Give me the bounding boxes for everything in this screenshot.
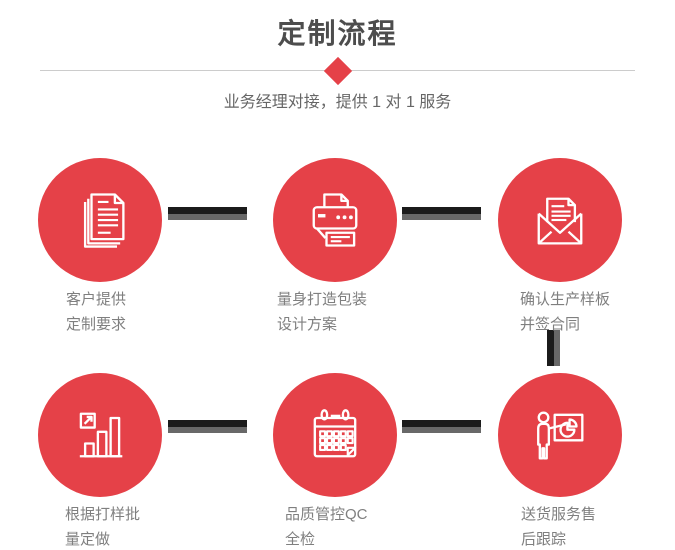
connector-step1-step2: [168, 207, 247, 220]
step-circle-calendar: [273, 373, 397, 497]
calendar-icon: [313, 409, 357, 458]
documents-icon: [83, 193, 125, 248]
step-circle-documents: [38, 158, 162, 282]
connector-step4-step5: [168, 420, 247, 433]
step-label-4: 根据打样批 量定做: [65, 502, 140, 550]
page-title: 定制流程: [277, 18, 398, 49]
step-circle-printer: [273, 158, 397, 282]
subtitle: 业务经理对接，提供 1 对 1 服务: [223, 94, 452, 111]
step-label-line: 并签合同: [520, 316, 581, 333]
step-label-line: 后跟踪: [521, 531, 567, 548]
connector-step2-step3: [402, 207, 481, 220]
connector-step5-step6: [402, 420, 481, 433]
step-label-line: 全检: [285, 531, 316, 548]
bar-chart-icon: [79, 412, 123, 458]
printer-icon: [312, 193, 358, 247]
step-label-5: 品质管控QC 全检: [285, 502, 368, 550]
step-label-line: 量身打造包装: [277, 291, 368, 308]
envelope-letter-icon: [537, 197, 583, 245]
presenter-icon: [537, 411, 584, 460]
step-circle-envelope: [498, 158, 622, 282]
step-label-1: 客户提供 定制要求: [66, 287, 126, 337]
step-label-line: 设计方案: [277, 316, 338, 333]
step-label-line: 定制要求: [66, 316, 127, 333]
step-label-3: 确认生产样板 并签合同: [520, 287, 610, 337]
step-circle-presenter: [498, 373, 622, 497]
connector-step3-step6: [547, 330, 560, 366]
step-label-6: 送货服务售 后跟踪: [521, 502, 596, 550]
step-label-line: 品质管控QC: [285, 506, 368, 523]
diamond-marker: [323, 56, 353, 86]
step-label-line: 客户提供: [66, 291, 127, 308]
step-label-line: 根据打样批: [65, 506, 141, 523]
step-label-line: 确认生产样板: [520, 291, 611, 308]
step-circle-bar-chart: [38, 373, 162, 497]
step-label-line: 送货服务售: [521, 506, 597, 523]
step-label-2: 量身打造包装 设计方案: [277, 287, 367, 337]
step-label-line: 量定做: [65, 531, 111, 548]
